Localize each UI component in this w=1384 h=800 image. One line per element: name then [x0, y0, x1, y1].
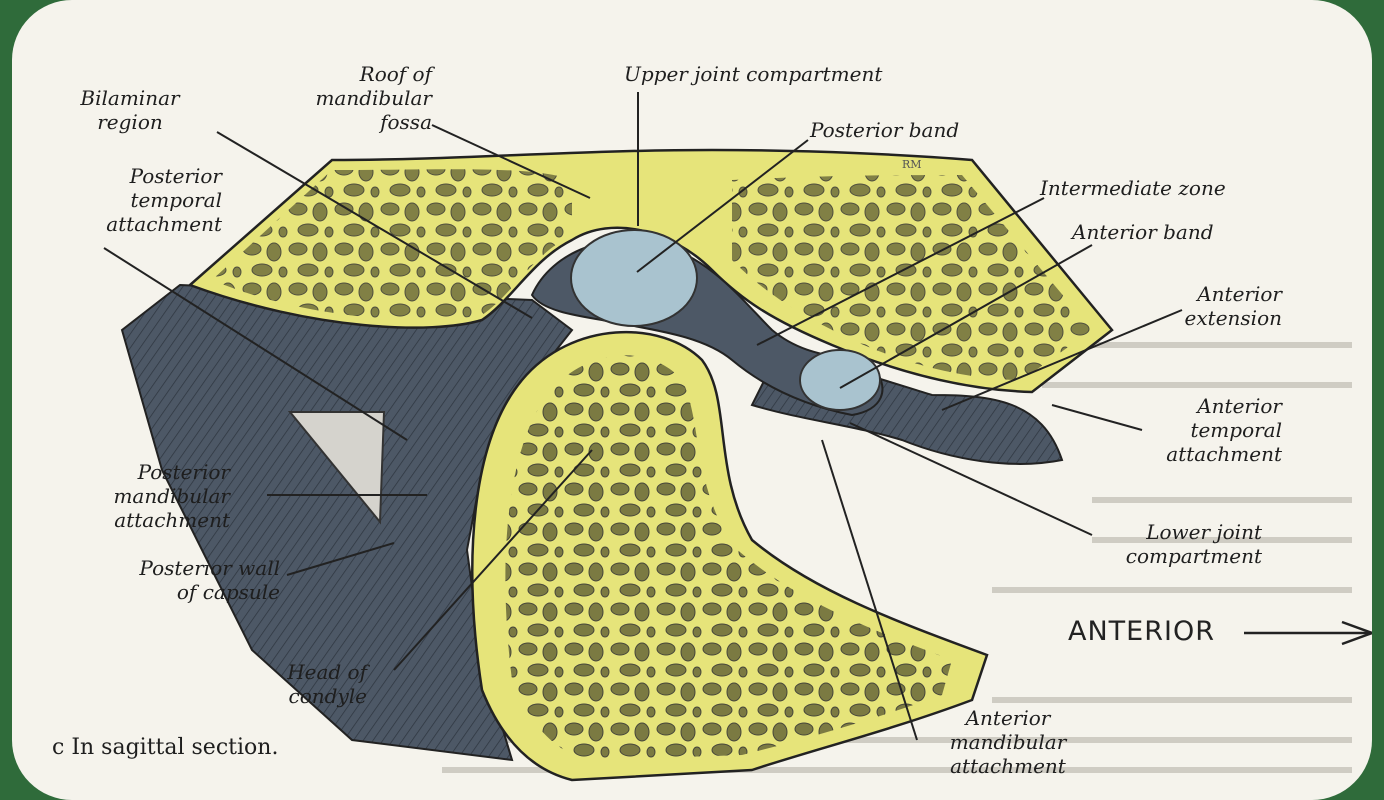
- label-posterior-mandibular-attachment: Posterior mandibular attachment: [32, 460, 230, 532]
- label-anterior-band: Anterior band: [1072, 220, 1214, 244]
- label-roof-of-mandibular-fossa: Roof of mandibular fossa: [242, 62, 432, 134]
- label-anterior-mandibular-attachment: Anterior mandibular attachment: [918, 706, 1098, 778]
- figure-card: RM Roof of mandibular fossa Bilaminar re…: [12, 0, 1372, 800]
- anterior-arrow: [1244, 622, 1372, 644]
- label-anterior-extension: Anterior extension: [1132, 282, 1282, 330]
- direction-label: ANTERIOR: [1068, 616, 1215, 647]
- anterior-band-shape: [800, 350, 880, 410]
- label-upper-joint-compartment: Upper joint compartment: [624, 62, 882, 86]
- label-posterior-temporal-attachment: Posterior temporal attachment: [42, 164, 222, 236]
- label-anterior-temporal-attachment: Anterior temporal attachment: [1132, 394, 1282, 466]
- label-lower-joint-compartment: Lower joint compartment: [1072, 520, 1262, 568]
- label-bilaminar-region: Bilaminar region: [40, 86, 220, 134]
- label-posterior-band: Posterior band: [810, 118, 959, 142]
- label-intermediate-zone: Intermediate zone: [1040, 176, 1226, 200]
- label-head-of-condyle: Head of condyle: [212, 660, 367, 708]
- artist-mark: RM: [902, 158, 922, 171]
- label-posterior-wall-of-capsule: Posterior wall of capsule: [32, 556, 280, 604]
- posterior-band-shape: [571, 230, 697, 326]
- figure-caption: c In sagittal section.: [52, 735, 278, 760]
